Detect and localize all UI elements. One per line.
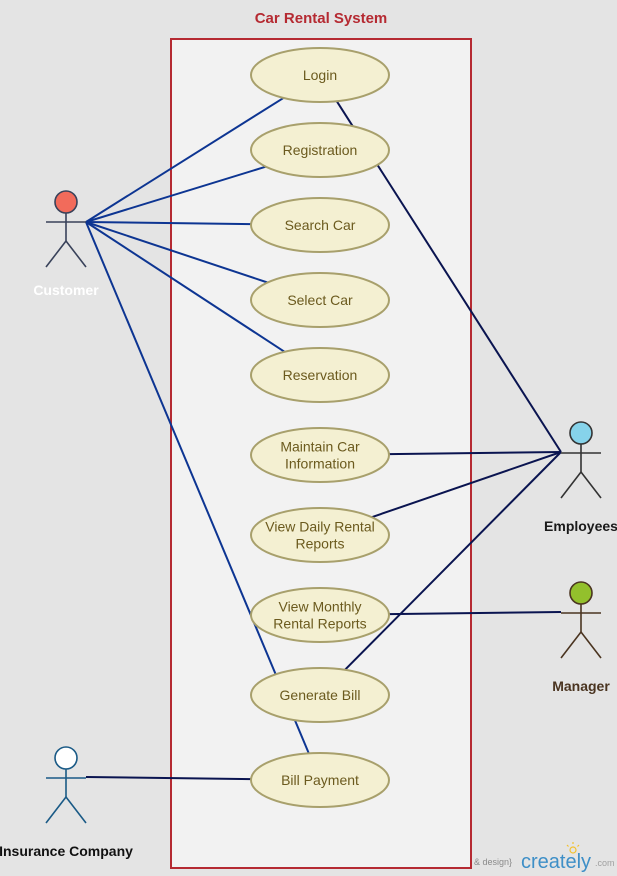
use-case-login[interactable]: Login bbox=[250, 47, 390, 103]
association-customer-search-car bbox=[85, 221, 252, 226]
use-case-bill-payment[interactable]: Bill Payment bbox=[250, 752, 390, 808]
actor-left-leg bbox=[560, 631, 582, 659]
use-case-label: Search Car bbox=[285, 217, 356, 233]
use-case-ellipse bbox=[250, 507, 390, 563]
watermark-prefix: & design} bbox=[474, 857, 512, 867]
actor-label: Manager bbox=[552, 678, 610, 694]
watermark-brand: creately bbox=[521, 851, 591, 873]
actor-label: Customer bbox=[33, 282, 99, 298]
actor-head bbox=[569, 581, 593, 605]
use-case-label: Registration bbox=[283, 142, 358, 158]
actor-head bbox=[54, 746, 78, 770]
creately-watermark: & design} creately .com bbox=[474, 842, 615, 873]
association-employees-view-daily-rental-reports bbox=[371, 451, 562, 519]
actor-label: Employees bbox=[544, 518, 617, 534]
association-insurance-company-bill-payment bbox=[85, 776, 252, 781]
use-case-ellipse bbox=[250, 272, 390, 328]
actor-left-leg bbox=[45, 796, 67, 824]
actor-employees[interactable]: Employees bbox=[544, 421, 617, 534]
use-case-label: Maintain Car bbox=[280, 439, 360, 455]
use-case-label: Generate Bill bbox=[280, 687, 361, 703]
use-case-ellipse bbox=[250, 427, 390, 483]
actor-right-leg bbox=[65, 796, 87, 824]
association-employees-maintain-car-information bbox=[388, 451, 562, 456]
actor-head bbox=[54, 190, 78, 214]
actor-right-leg bbox=[65, 240, 87, 268]
use-case-search-car[interactable]: Search Car bbox=[250, 197, 390, 253]
actor-label: Insurance Company bbox=[0, 843, 133, 859]
use-case-label: Reports bbox=[295, 536, 344, 552]
association-customer-select-car bbox=[85, 221, 268, 284]
actor-insurance-company[interactable]: Insurance Company bbox=[0, 746, 133, 859]
use-case-registration[interactable]: Registration bbox=[250, 122, 390, 178]
watermark-suffix: .com bbox=[595, 858, 615, 868]
use-case-ellipse bbox=[250, 197, 390, 253]
actor-customer[interactable]: Customer bbox=[33, 190, 99, 298]
use-case-label: Reservation bbox=[283, 367, 358, 383]
use-case-reservation[interactable]: Reservation bbox=[250, 347, 390, 403]
actor-right-leg bbox=[580, 631, 602, 659]
association-customer-login bbox=[85, 97, 285, 223]
use-case-label: Login bbox=[303, 67, 337, 83]
association-customer-registration bbox=[85, 165, 267, 223]
bulb-icon bbox=[566, 842, 580, 854]
actor-left-leg bbox=[560, 471, 582, 499]
use-case-ellipse bbox=[250, 347, 390, 403]
association-employees-generate-bill bbox=[344, 451, 562, 671]
use-case-select-car[interactable]: Select Car bbox=[250, 272, 390, 328]
use-case-ellipse bbox=[250, 47, 390, 103]
use-case-ellipse bbox=[250, 587, 390, 643]
use-case-ellipse bbox=[250, 667, 390, 723]
association-manager-view-monthly-rental-reports bbox=[388, 611, 562, 616]
actor-head bbox=[569, 421, 593, 445]
use-case-label: Information bbox=[285, 456, 355, 472]
use-case-label: Select Car bbox=[287, 292, 353, 308]
use-case-label: Bill Payment bbox=[281, 772, 359, 788]
system-title: Car Rental System bbox=[255, 10, 388, 27]
association-customer-reservation bbox=[85, 221, 286, 353]
association-customer-bill-payment bbox=[85, 221, 310, 754]
use-case-generate-bill[interactable]: Generate Bill bbox=[250, 667, 390, 723]
actor-left-leg bbox=[45, 240, 67, 268]
use-case-label: View Monthly bbox=[278, 599, 361, 615]
actor-manager[interactable]: Manager bbox=[552, 581, 610, 694]
use-case-ellipse bbox=[250, 752, 390, 808]
use-case-label: Rental Reports bbox=[273, 616, 366, 632]
actor-right-leg bbox=[580, 471, 602, 499]
use-case-ellipse bbox=[250, 122, 390, 178]
use-case-label: View Daily Rental bbox=[265, 519, 374, 535]
